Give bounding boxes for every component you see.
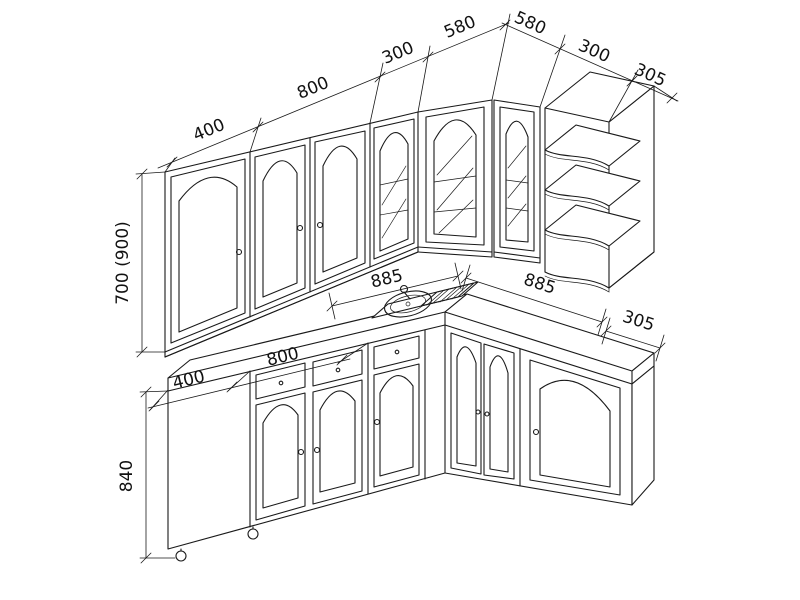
arched-door [483, 343, 515, 480]
drawer-knob [278, 380, 284, 386]
door-knob [532, 428, 540, 436]
dimension-label: 885 [521, 270, 558, 299]
drawer-front [373, 335, 420, 370]
door-knob [316, 221, 324, 229]
dimension-label: 700 (900) [113, 221, 133, 305]
glass-shine [436, 135, 473, 176]
dimension-label: 300 [379, 38, 417, 69]
drainboard [420, 282, 475, 307]
arched-door [450, 332, 482, 475]
countertop [167, 293, 655, 392]
glass-door [499, 106, 535, 252]
arched-door [373, 363, 420, 488]
arched-door [314, 130, 366, 285]
upper-right-glass-cabinet [493, 99, 541, 264]
glass-shine [381, 165, 407, 206]
dimension-label: 840 [117, 460, 137, 492]
glass-shine [436, 167, 474, 211]
sink-drain [405, 301, 411, 307]
dimension-upper-left-chain: 400 800 300 580 [157, 12, 511, 173]
drawer-knob [335, 367, 341, 373]
shelf [544, 124, 641, 171]
shelf [544, 164, 641, 211]
base-cabinets [167, 281, 655, 562]
upper-cabinets [164, 71, 655, 358]
door-knob [313, 446, 321, 454]
caster-wheel [175, 548, 187, 562]
door-knob [297, 448, 305, 456]
arched-door [254, 144, 306, 310]
dimension-label: 800 [294, 73, 332, 104]
door-knob [484, 411, 490, 417]
dimension-upper-height: 700 (900) [113, 168, 166, 358]
upper-corner-cabinet [417, 99, 493, 258]
glass-shine [381, 198, 407, 239]
dimension-label: 305 [620, 307, 657, 336]
glass-shine [507, 203, 527, 227]
dimension-base-height: 840 [117, 386, 176, 564]
drawer-front [312, 349, 363, 387]
arched-door [170, 158, 246, 344]
arched-door [529, 359, 621, 496]
arched-door [255, 392, 306, 521]
door-knob [235, 248, 243, 256]
door-knob [373, 418, 381, 426]
open-shelf-unit [544, 71, 655, 293]
glass-shine [438, 199, 474, 234]
base-right-run [444, 332, 655, 506]
arched-door [312, 379, 363, 505]
dimension-label: 300 [575, 36, 613, 67]
drawer-knob [394, 349, 400, 355]
door-knob [475, 409, 481, 415]
glass-shine [507, 145, 527, 169]
door-knob [296, 224, 304, 232]
caster-wheel [247, 526, 259, 540]
shelf [544, 204, 641, 251]
base-left-run [167, 324, 446, 562]
upper-left-run [164, 111, 419, 358]
dimension-label: 580 [511, 8, 549, 39]
glass-door [425, 106, 485, 246]
drawer-front [255, 362, 306, 400]
glass-shine [507, 175, 527, 199]
glass-door [373, 118, 415, 260]
base-corner-unit [529, 359, 655, 506]
